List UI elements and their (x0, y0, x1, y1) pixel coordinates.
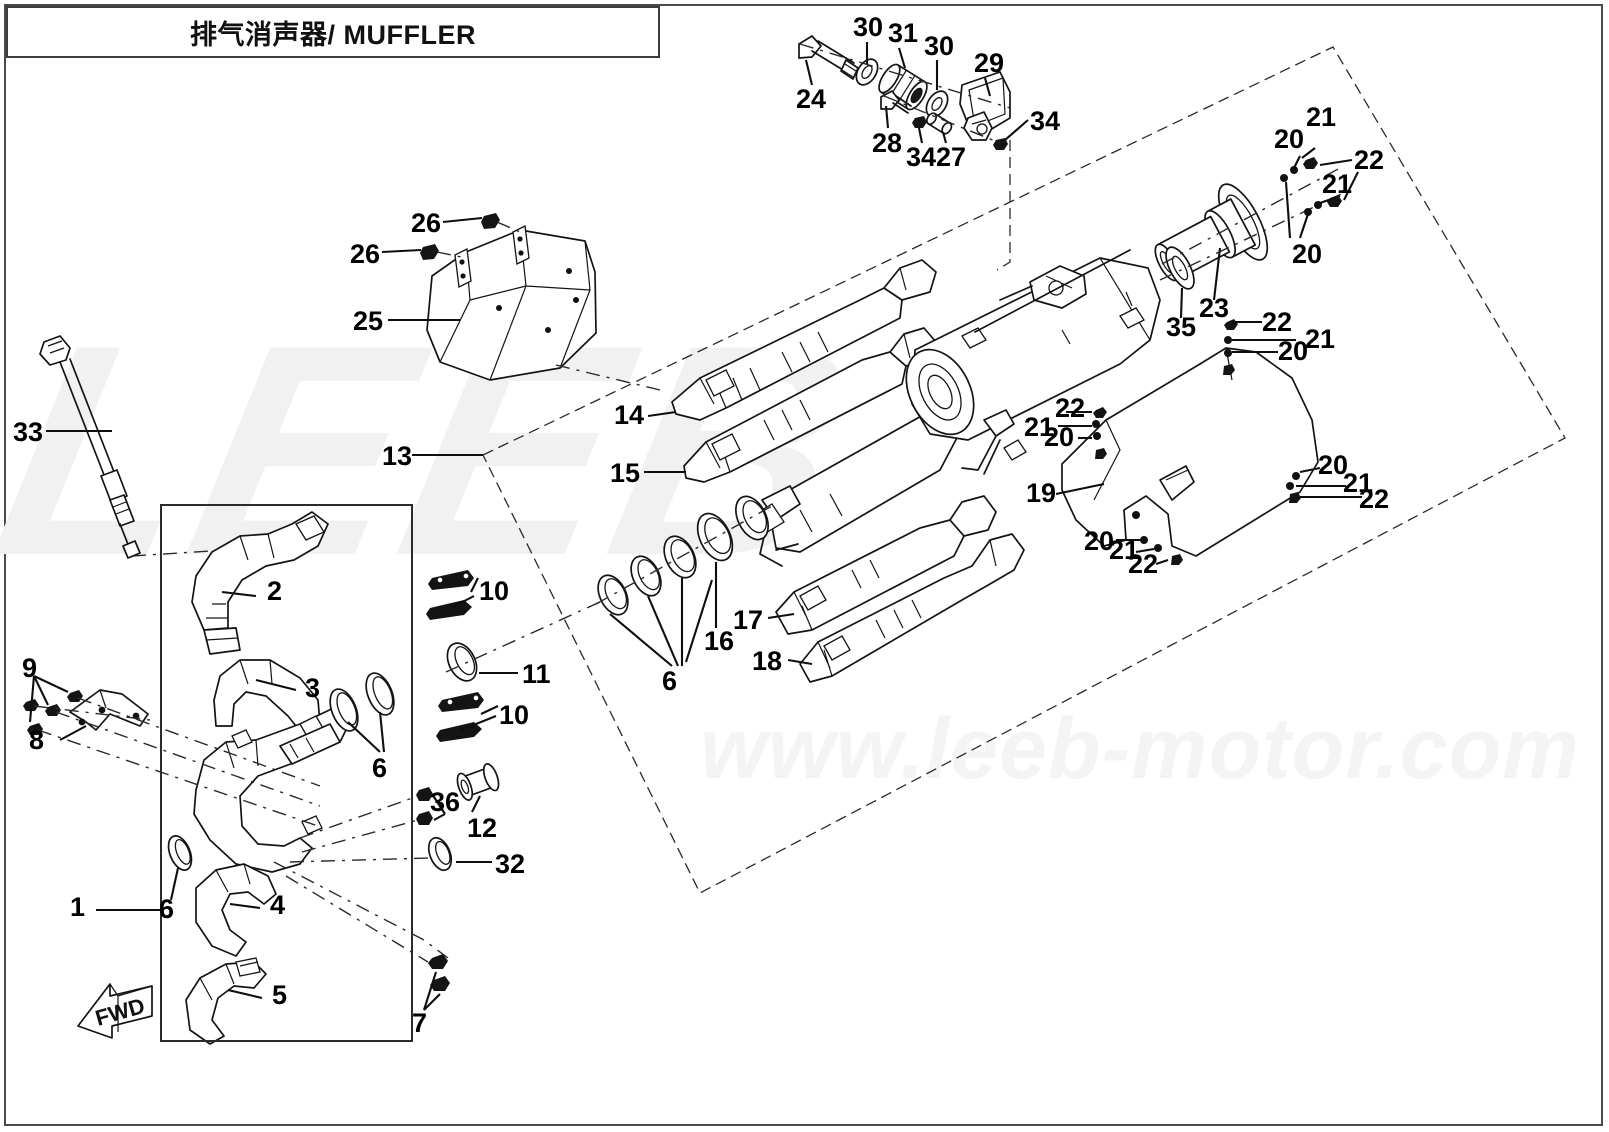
callout-28[interactable]: 28 (872, 128, 903, 158)
callout-30-a[interactable]: 30 (853, 12, 884, 42)
oxygen-sensor-part (39, 335, 141, 559)
callout-20-e[interactable]: 20 (1318, 450, 1349, 480)
callout-19[interactable]: 19 (1026, 478, 1057, 508)
callout-22-b[interactable]: 22 (1262, 307, 1293, 337)
callout-21-c[interactable]: 21 (1305, 324, 1336, 354)
callout-2[interactable]: 2 (267, 576, 283, 606)
tailpipe-hardware (1058, 147, 1362, 565)
callout-22-e[interactable]: 22 (1128, 549, 1159, 579)
callout-4[interactable]: 4 (270, 890, 286, 920)
callout-23[interactable]: 23 (1199, 293, 1230, 323)
callout-15[interactable]: 15 (610, 458, 641, 488)
diagram-title-box: 排气消声器/ MUFFLER (6, 6, 660, 58)
callout-27[interactable]: 27 (936, 142, 967, 172)
page-title: 排气消声器/ MUFFLER (190, 19, 476, 50)
callout-21-f[interactable]: 21 (1109, 535, 1140, 565)
tail-heat-shields (775, 495, 1025, 683)
main-muffler-body (751, 249, 1161, 567)
upper-heat-shield-part (426, 225, 597, 381)
callout-22-a[interactable]: 22 (1354, 145, 1385, 175)
callout-12[interactable]: 12 (467, 813, 498, 843)
callout-22-c[interactable]: 22 (1055, 393, 1086, 423)
callout-9[interactable]: 9 (22, 653, 38, 683)
page-frame (4, 4, 1603, 1126)
front-pipe-assembly (167, 511, 395, 1045)
gasket-rings-chain (595, 495, 773, 616)
callout-22-d[interactable]: 22 (1359, 484, 1390, 514)
callout-6-c[interactable]: 6 (662, 666, 678, 696)
callout-30-b[interactable]: 30 (924, 31, 955, 61)
callout-6-b[interactable]: 6 (372, 753, 388, 783)
callout-16[interactable]: 16 (704, 626, 735, 656)
callout-5[interactable]: 5 (272, 980, 288, 1010)
callout-10-a[interactable]: 10 (479, 576, 510, 606)
callout-26-b[interactable]: 26 (350, 239, 381, 269)
pipe-heat-shield-14 (671, 259, 937, 421)
callout-33[interactable]: 33 (13, 417, 44, 447)
callout-24[interactable]: 24 (796, 84, 827, 114)
callout-21-e[interactable]: 21 (1343, 468, 1374, 498)
callout-20-c[interactable]: 20 (1278, 336, 1309, 366)
callout-18[interactable]: 18 (752, 646, 783, 676)
callout-29[interactable]: 29 (974, 48, 1005, 78)
callout-35[interactable]: 35 (1166, 312, 1197, 342)
callout-34-b[interactable]: 34 (906, 142, 937, 172)
callout-17[interactable]: 17 (733, 605, 764, 635)
callout-14[interactable]: 14 (614, 400, 645, 430)
callout-31[interactable]: 31 (888, 18, 919, 48)
callout-11[interactable]: 11 (522, 659, 551, 689)
callout-13[interactable]: 13 (382, 441, 413, 471)
callout-10-b[interactable]: 10 (499, 700, 530, 730)
callout-1[interactable]: 1 (70, 892, 86, 922)
callout-3[interactable]: 3 (305, 673, 321, 703)
fwd-direction-marker: FWD (77, 983, 153, 1039)
top-mount-hardware (798, 35, 1011, 150)
group-box-item-1 (160, 504, 413, 1042)
callout-25[interactable]: 25 (353, 306, 384, 336)
callout-6-a[interactable]: 6 (159, 894, 175, 924)
callout-20-b[interactable]: 20 (1292, 239, 1323, 269)
callout-21-d[interactable]: 21 (1024, 412, 1055, 442)
callout-21-a[interactable]: 21 (1306, 102, 1337, 132)
callout-20-d[interactable]: 20 (1044, 422, 1075, 452)
callout-20-f[interactable]: 20 (1084, 526, 1115, 556)
callout-32[interactable]: 32 (495, 849, 526, 879)
rubber-mount-bracket-part (959, 71, 1011, 141)
callout-34-a[interactable]: 34 (1030, 106, 1061, 136)
pipe-heat-shield-15 (683, 327, 937, 483)
callout-36[interactable]: 36 (430, 787, 461, 817)
callout-21-b[interactable]: 21 (1322, 169, 1353, 199)
callout-26-a[interactable]: 26 (411, 208, 442, 238)
muffler-heat-shield-19 (1061, 347, 1319, 557)
bracket-and-bolts (23, 675, 321, 827)
callout-8[interactable]: 8 (29, 725, 45, 755)
callout-20-a[interactable]: 20 (1274, 124, 1305, 154)
callout-7[interactable]: 7 (412, 1008, 428, 1038)
bushing-part (456, 763, 500, 801)
tail-pipe-tip (1154, 167, 1351, 290)
